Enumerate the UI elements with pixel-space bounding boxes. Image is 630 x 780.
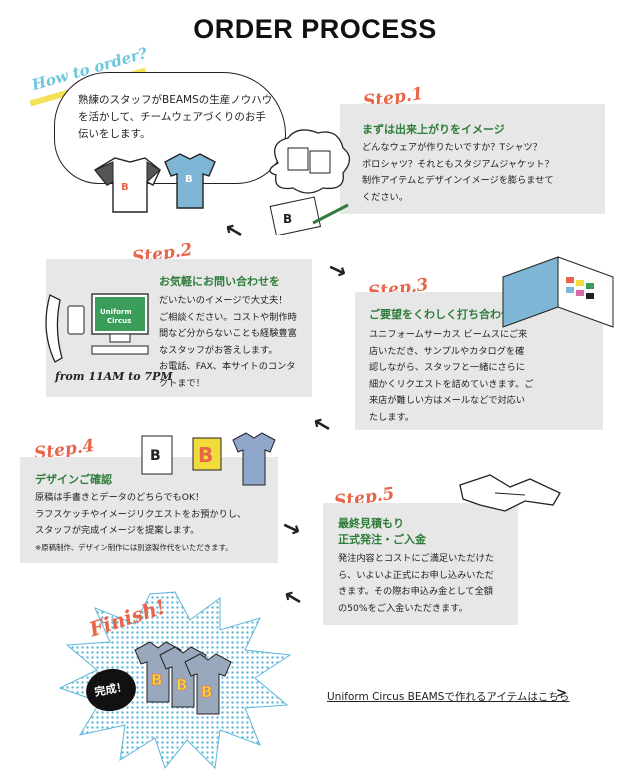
step1-title: まずは出来上がりをイメージ [362, 123, 505, 136]
jacket-polo-illustration: B B [93, 153, 216, 213]
step5-box [323, 503, 518, 625]
step4-box [20, 457, 278, 563]
svg-text:Circus: Circus [107, 317, 131, 325]
items-link[interactable]: Uniform Circus BEAMSで作れるアイテムはこちら [327, 691, 570, 703]
step3-title: ご要望をくわしく打ち合わせ [369, 308, 512, 321]
svg-text:B: B [176, 676, 187, 694]
design-proof-illustration: B B [141, 432, 276, 486]
phone-computer-illustration: Uniform Circus [45, 293, 149, 363]
thinking-tshirts-illustration: B [269, 129, 351, 235]
svg-text:B: B [201, 683, 212, 701]
svg-text:B: B [151, 671, 162, 689]
page-title: ORDER PROCESS [193, 14, 437, 44]
catalog-illustration [502, 256, 614, 328]
step5-text: 発注内容とコストにご満足いただけた ら、いよいよ正式にお申し込みいただ きます。… [338, 553, 495, 614]
step3-text: ユニフォームサーカス ビームスにご来 店いただき、サンプルやカタログを確 認しな… [369, 329, 534, 423]
step3-box [355, 292, 603, 430]
arrow-to-step3: → [323, 255, 351, 286]
arrow-to-step5: → [277, 513, 305, 544]
step2-text: だいたいのイメージで大丈夫！ ご相談ください。コストや制作時 間など分からないこ… [159, 295, 297, 389]
svg-text:B: B [121, 182, 129, 193]
step2-box [46, 259, 312, 397]
step2-title: お気軽にお問い合わせを [159, 275, 280, 288]
arrow-to-step4: → [307, 409, 337, 440]
svg-text:B: B [185, 174, 193, 185]
step4-title: デザインご確認 [35, 473, 112, 486]
handshake-illustration [459, 474, 561, 512]
chevron-right-icon[interactable]: > [556, 686, 567, 701]
step5-title: 最終見積もり 正式発注・ご入金 [338, 517, 426, 546]
step4-text: 原稿は手書きとデータのどちらでもOK！ ラフスケッチやイメージリクエストをお預か… [35, 492, 247, 536]
svg-text:Uniform: Uniform [100, 308, 132, 316]
business-hours: from 11AM to 7PM [55, 370, 173, 383]
svg-text:B: B [283, 212, 292, 226]
finish-starburst: B B B [58, 591, 292, 770]
svg-text:B: B [150, 448, 161, 464]
svg-text:B: B [198, 443, 213, 467]
intro-text: 熟練のスタッフがBEAMSの生産ノウハウを活かして、チームウェアづくりのお手伝い… [78, 94, 273, 140]
step1-box [340, 104, 605, 214]
step4-note: ※原稿制作、デザイン制作には別途製作代をいただきます。 [35, 543, 233, 552]
step1-text: どんなウェアが作りたいですか？Tシャツ？ ポロシャツ？それともスタジアムジャケッ… [362, 142, 554, 203]
